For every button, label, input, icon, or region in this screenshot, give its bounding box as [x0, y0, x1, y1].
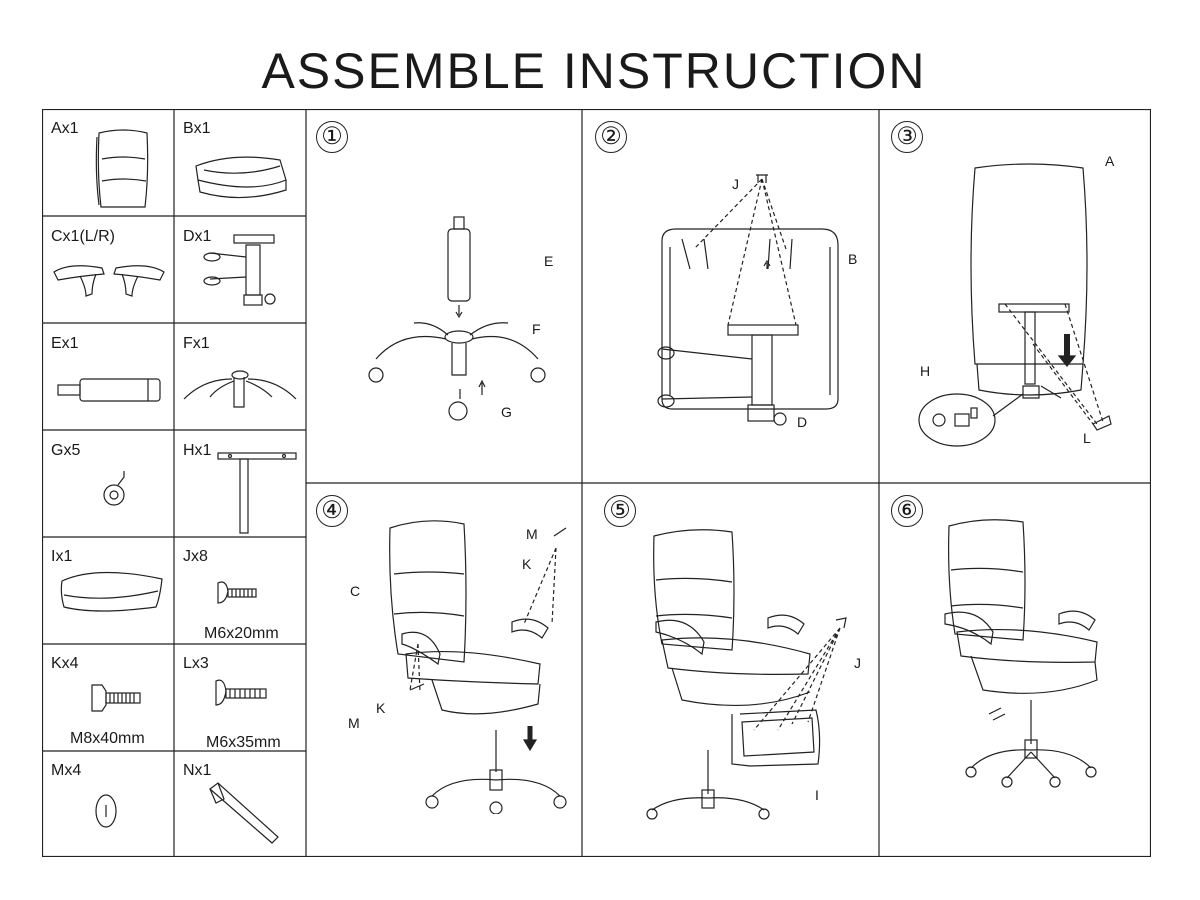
bolt-l-icon — [215, 679, 267, 706]
step4-callout-m-bottom: M — [348, 715, 360, 731]
step-number-4: ④ — [316, 495, 348, 527]
part-size-l: M6x35mm — [206, 734, 281, 751]
part-label-g: Gx5 — [51, 442, 81, 459]
seat-cushion-icon — [195, 156, 287, 199]
step5-footrest-attach — [646, 529, 847, 820]
part-label-d: Dx1 — [183, 228, 212, 245]
step2-callout-j: J — [732, 176, 739, 192]
step1-callout-g: G — [501, 404, 512, 420]
grid-lines — [42, 109, 1151, 857]
step4-callout-m-top: M — [526, 526, 538, 542]
back-bracket-icon — [217, 452, 297, 534]
step-number-3: ③ — [891, 121, 923, 153]
step1-callout-f: F — [532, 321, 541, 337]
step-number-2: ② — [595, 121, 627, 153]
step4-armrest-attach — [389, 520, 567, 814]
part-label-c: Cx1(L/R) — [51, 228, 116, 245]
step4-callout-k-bottom: K — [376, 700, 386, 716]
instruction-sheet: Ax1 Bx1 Cx1(L/R) Dx1 — [42, 109, 1151, 857]
part-label-a: Ax1 — [51, 120, 79, 137]
caster-icon — [103, 471, 125, 506]
footrest-cushion-icon — [60, 571, 163, 612]
step2-callout-d: D — [797, 414, 808, 430]
step-number-5: ⑤ — [604, 495, 636, 527]
washer-icon — [95, 794, 117, 828]
part-label-b: Bx1 — [183, 120, 211, 137]
step6-finished-chair — [944, 519, 1098, 788]
part-label-l: Lx3 — [183, 655, 209, 672]
bolt-k-icon — [91, 684, 141, 712]
step5-callout-j: J — [854, 655, 861, 671]
step3-backrest-attach — [918, 163, 1112, 447]
part-label-h: Hx1 — [183, 442, 212, 459]
part-label-f: Fx1 — [183, 335, 210, 352]
mechanism-icon — [203, 234, 276, 306]
step2-callout-b: B — [848, 251, 858, 267]
step5-callout-i: I — [815, 787, 819, 803]
armrests-icon — [53, 265, 165, 297]
base-icon — [183, 370, 297, 408]
page-title: ASSEMBLE INSTRUCTION — [261, 43, 927, 99]
step1-base-assembly — [368, 216, 546, 421]
part-label-m: Mx4 — [51, 762, 82, 779]
part-label-k: Kx4 — [51, 655, 79, 672]
step-number-1: ① — [316, 121, 348, 153]
step1-callout-e: E — [544, 253, 554, 269]
backrest-icon — [95, 129, 149, 208]
part-label-j: Jx8 — [183, 548, 208, 565]
step4-callout-c: C — [350, 583, 361, 599]
gas-lift-icon — [57, 378, 161, 402]
bolt-j-icon — [217, 581, 257, 604]
part-size-j: M6x20mm — [204, 625, 279, 642]
step2-seat-mechanism — [657, 174, 839, 426]
allen-key-icon — [209, 782, 279, 844]
part-label-i: Ix1 — [51, 548, 73, 565]
step3-callout-h: H — [920, 363, 931, 379]
part-size-k: M8x40mm — [70, 730, 145, 747]
step3-callout-a: A — [1105, 153, 1115, 169]
step3-callout-l: L — [1083, 430, 1091, 446]
part-label-n: Nx1 — [183, 762, 212, 779]
step-number-6: ⑥ — [891, 495, 923, 527]
part-label-e: Ex1 — [51, 335, 79, 352]
step4-callout-k-top: K — [522, 556, 532, 572]
